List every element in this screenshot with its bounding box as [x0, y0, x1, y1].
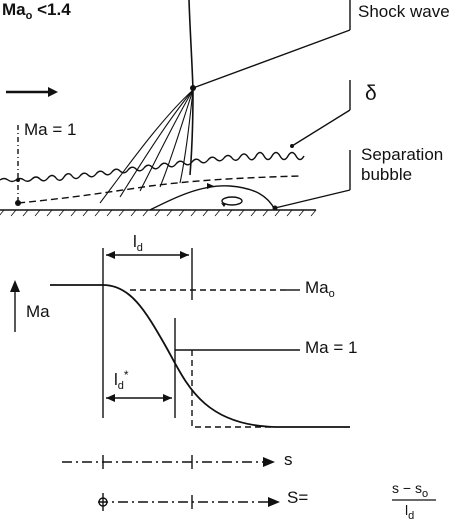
S-formula-lhs: S= [287, 488, 309, 507]
mach-curve [50, 284, 350, 428]
shock-wave-leader [192, 29, 351, 89]
shock-wave-label: Shock wave [358, 2, 450, 21]
mach-condition-label: Mao <1.4 [2, 0, 71, 22]
ld-star-label: ld* [114, 368, 129, 392]
mach-step-dashed [191, 350, 275, 428]
bubble-label: bubble [361, 165, 413, 184]
delta-leader [291, 109, 351, 147]
mao-label: Mao [305, 278, 335, 300]
compression-waves [99, 89, 194, 204]
S-formula-numerator: s − so [392, 480, 429, 500]
recirculation-vortex [221, 196, 243, 206]
separation-label: Separation [361, 145, 444, 164]
delta-label: δ [365, 82, 377, 105]
separation-bubble [149, 185, 276, 211]
separation-leader [274, 189, 351, 209]
ld-label: ld [133, 232, 143, 254]
wall-hatching [0, 209, 317, 217]
ma1-label: Ma = 1 [305, 338, 358, 357]
sonic-label: Ma = 1 [24, 120, 77, 139]
S-formula-denominator: ld [405, 502, 415, 522]
s-axis-label: s [284, 450, 293, 469]
sonic-line-boundary-layer [17, 175, 301, 204]
y-axis-label: Ma [26, 302, 50, 321]
